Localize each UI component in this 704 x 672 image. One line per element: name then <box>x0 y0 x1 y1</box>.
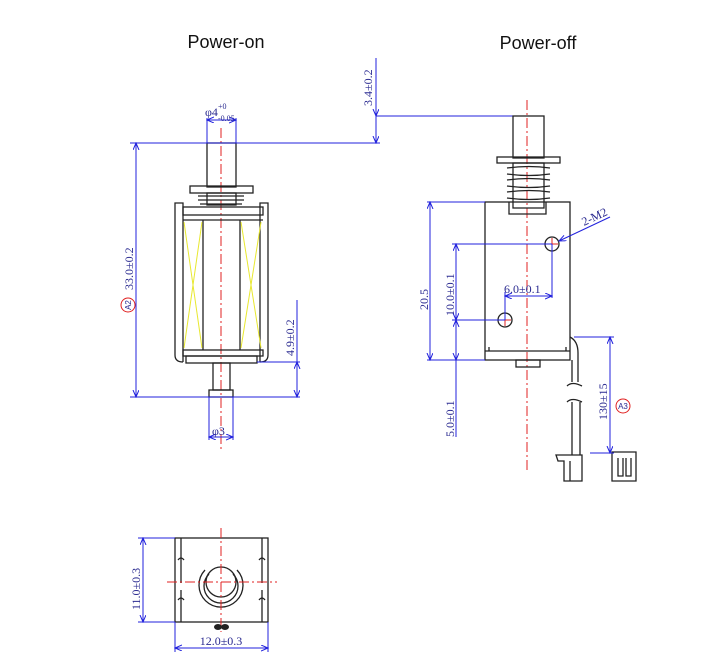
plunger-diameter-label: φ4 <box>205 105 218 119</box>
power-off-view: 2-M2 20.5 10.0±0.1 5.0±0.1 6.0±0.1 130±1… <box>417 100 637 482</box>
overall-length-label: 33.0±0.2 <box>122 247 136 290</box>
stroke-label: 3.4±0.2 <box>361 69 375 106</box>
hole-spacing-vertical-label: 10.0±0.1 <box>443 273 457 316</box>
plunger-tol-lower: -0.05 <box>218 114 235 123</box>
stroke-dimension: 3.4±0.2 <box>361 58 513 143</box>
end-height-label: 11.0±0.3 <box>129 568 143 610</box>
coil-winding <box>183 221 262 349</box>
power-off-title: Power-off <box>500 33 578 53</box>
end-view: 11.0±0.3 12.0±0.3 <box>129 528 277 652</box>
body-height-label: 20.5 <box>417 289 431 310</box>
marker-a3: A3 <box>618 402 628 411</box>
end-width-label: 12.0±0.3 <box>200 634 243 648</box>
plunger-tol-upper: +0 <box>218 102 227 111</box>
bottom-shaft-diameter-label: φ3 <box>212 424 225 438</box>
hole-offset-bottom-label: 5.0±0.1 <box>443 400 457 437</box>
power-on-title: Power-on <box>187 32 264 52</box>
wire-length-label: 130±15 <box>596 383 610 420</box>
hole-spacing-horizontal-label: 6.0±0.1 <box>504 282 541 296</box>
marker-a2: A2 <box>124 300 133 310</box>
power-on-view: φ4 +0 -0.05 33.0±0.2 A2 4.9±0.2 φ3 <box>120 102 380 450</box>
mount-thread-label: 2-M2 <box>579 205 609 229</box>
bottom-shaft-length-label: 4.9±0.2 <box>283 319 297 356</box>
